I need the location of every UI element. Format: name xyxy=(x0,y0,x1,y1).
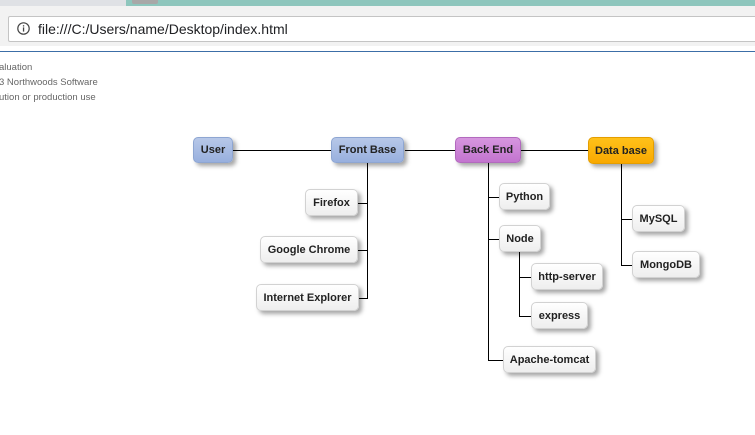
node-front-base[interactable]: Front Base xyxy=(331,137,404,163)
node-mysql[interactable]: MySQL xyxy=(632,205,685,232)
node-node[interactable]: Node xyxy=(499,225,541,252)
url-text[interactable]: file:///C:/Users/name/Desktop/index.html xyxy=(38,21,288,37)
tab-edge xyxy=(132,0,158,4)
active-tab[interactable] xyxy=(126,0,755,6)
diagram-links xyxy=(233,150,632,361)
watermark-line-1: aluation xyxy=(0,62,33,73)
node-internet-explorer[interactable]: Internet Explorer xyxy=(256,284,359,311)
link-frontbase-firefox xyxy=(358,163,368,204)
link-database-mysql xyxy=(621,164,632,220)
link-backend-node xyxy=(488,197,499,240)
link-backend-python xyxy=(488,163,499,198)
link-node-express xyxy=(519,277,531,317)
node-apache-tomcat[interactable]: Apache-tomcat xyxy=(503,346,596,373)
node-firefox[interactable]: Firefox xyxy=(305,189,358,216)
node-http-server[interactable]: http-server xyxy=(531,263,603,290)
link-database-mongodb xyxy=(621,219,632,266)
link-node-httpserver xyxy=(519,252,531,278)
diagram-canvas[interactable]: User Front Base Back End Data base Firef… xyxy=(0,52,755,435)
node-back-end[interactable]: Back End xyxy=(455,137,521,163)
node-express[interactable]: express xyxy=(531,302,588,329)
link-backend-tomcat xyxy=(488,239,503,361)
node-mongodb[interactable]: MongoDB xyxy=(632,251,700,278)
node-user[interactable]: User xyxy=(193,137,233,163)
link-frontbase-ie xyxy=(359,250,368,299)
watermark-line-3: ution or production use xyxy=(0,92,96,103)
toolbar-divider xyxy=(0,51,755,52)
node-data-base[interactable]: Data base xyxy=(588,137,654,164)
node-python[interactable]: Python xyxy=(499,183,550,210)
browser-toolbar: file:///C:/Users/name/Desktop/index.html xyxy=(0,6,755,46)
address-bar[interactable]: file:///C:/Users/name/Desktop/index.html xyxy=(8,16,755,42)
node-google-chrome[interactable]: Google Chrome xyxy=(260,236,358,263)
watermark-line-2: 3 Northwoods Software xyxy=(0,77,98,88)
link-frontbase-chrome xyxy=(358,203,368,251)
info-icon[interactable] xyxy=(17,22,30,35)
